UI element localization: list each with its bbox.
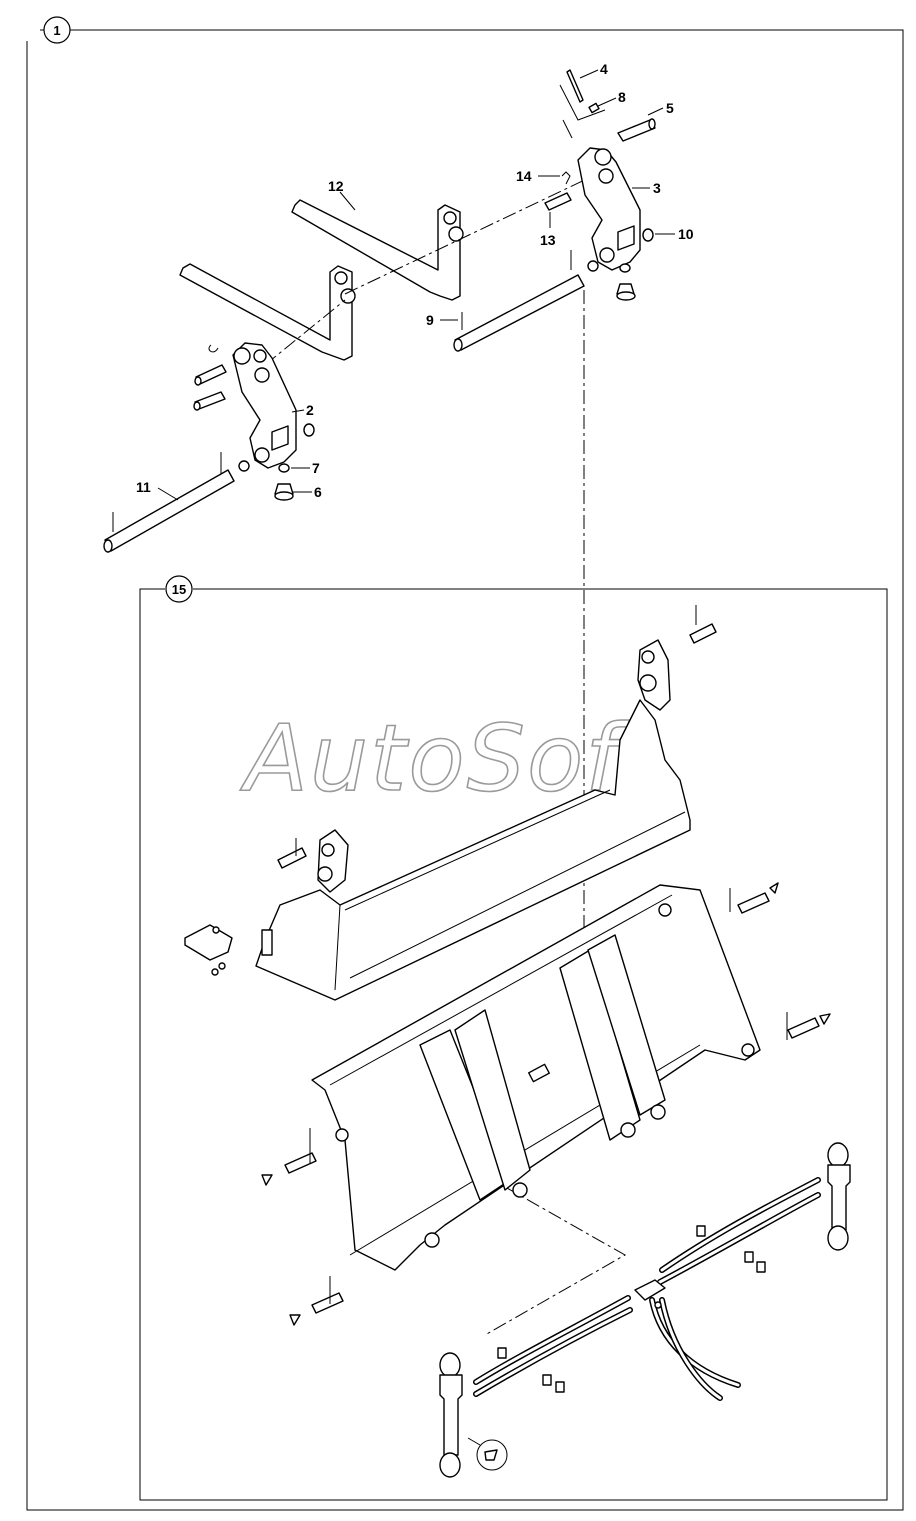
shaft-right bbox=[453, 250, 599, 352]
clip-14 bbox=[561, 171, 571, 185]
callout-8[interactable]: 8 bbox=[597, 89, 626, 107]
callout-6[interactable]: 6 bbox=[293, 484, 322, 500]
pin-4 bbox=[559, 69, 606, 121]
callout-9[interactable]: 9 bbox=[426, 312, 458, 328]
coupler-frame bbox=[255, 639, 691, 1001]
svg-text:9: 9 bbox=[426, 312, 434, 328]
hose-clamps bbox=[497, 1225, 766, 1393]
washer-left bbox=[303, 423, 315, 437]
bucket-pin-4 bbox=[289, 1276, 344, 1326]
bucket-pin-3 bbox=[261, 1128, 317, 1186]
callout-11[interactable]: 11 bbox=[136, 479, 179, 501]
svg-text:14: 14 bbox=[516, 168, 532, 184]
coupler-pin-left bbox=[277, 838, 307, 869]
fork-tine-right bbox=[291, 199, 464, 301]
svg-text:3: 3 bbox=[653, 180, 661, 196]
callout-2[interactable]: 2 bbox=[291, 402, 314, 418]
coupler-latch bbox=[184, 924, 233, 976]
cotter-pin-top bbox=[562, 119, 573, 139]
coupler-pin-top bbox=[689, 605, 717, 644]
bolt-8 bbox=[588, 102, 600, 114]
bucket-pin-1 bbox=[729, 882, 779, 914]
nut-right bbox=[616, 263, 636, 301]
nut-7 bbox=[278, 463, 290, 473]
assembly-line-left bbox=[264, 299, 346, 366]
svg-text:6: 6 bbox=[314, 484, 322, 500]
callout-12[interactable]: 12 bbox=[328, 178, 356, 211]
callout-14[interactable]: 14 bbox=[516, 168, 560, 184]
bracket-right bbox=[577, 147, 641, 271]
svg-text:15: 15 bbox=[172, 582, 186, 597]
outer-frame bbox=[26, 29, 904, 1511]
hose-valve-block bbox=[634, 1279, 666, 1309]
cylinder-right bbox=[827, 1142, 851, 1251]
hydraulic-hoses bbox=[473, 1177, 821, 1401]
callout-5[interactable]: 5 bbox=[647, 100, 674, 116]
pin-left-upper bbox=[194, 364, 227, 386]
clip-left bbox=[208, 344, 219, 353]
fork-tine-left bbox=[179, 263, 356, 361]
bucket bbox=[311, 884, 761, 1271]
callout-10[interactable]: 10 bbox=[655, 226, 694, 242]
bracket-left bbox=[232, 342, 297, 469]
cylinder-left bbox=[439, 1352, 508, 1478]
svg-text:10: 10 bbox=[678, 226, 694, 242]
nut-6 bbox=[274, 463, 294, 501]
bucket-pin-2 bbox=[786, 1012, 831, 1040]
svg-text:2: 2 bbox=[306, 402, 314, 418]
pin-left-lower bbox=[193, 391, 226, 411]
svg-text:7: 7 bbox=[312, 460, 320, 476]
pin-13 bbox=[544, 192, 572, 211]
callout-7[interactable]: 7 bbox=[291, 460, 320, 476]
washer-10 bbox=[642, 228, 654, 242]
svg-text:13: 13 bbox=[540, 232, 556, 248]
svg-text:4: 4 bbox=[600, 61, 608, 77]
inner-frame bbox=[139, 588, 888, 1501]
callout-13[interactable]: 13 bbox=[540, 212, 556, 248]
svg-text:12: 12 bbox=[328, 178, 344, 194]
assembly-ref-15[interactable]: 15 bbox=[165, 575, 193, 603]
shaft-11 bbox=[103, 452, 250, 553]
callout-4[interactable]: 4 bbox=[579, 61, 608, 79]
svg-text:8: 8 bbox=[618, 89, 626, 105]
pin-5 bbox=[617, 118, 656, 142]
svg-text:11: 11 bbox=[136, 479, 151, 495]
callout-3[interactable]: 3 bbox=[632, 180, 661, 196]
assembly-ref-1[interactable]: 1 bbox=[43, 16, 71, 44]
assembly-line-fork bbox=[344, 174, 596, 295]
svg-text:1: 1 bbox=[53, 23, 60, 38]
svg-text:5: 5 bbox=[666, 100, 674, 116]
